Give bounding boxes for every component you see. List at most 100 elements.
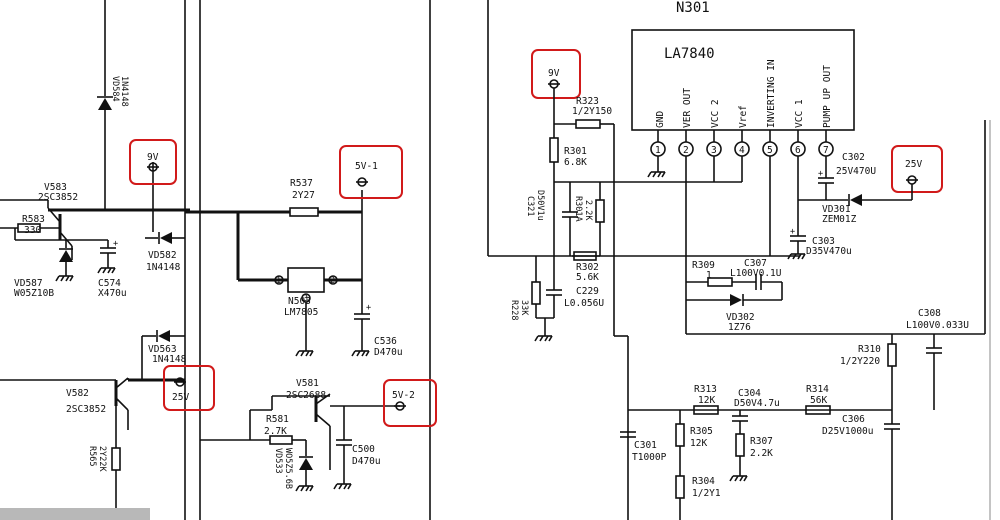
vd563-val: 1N4148 xyxy=(152,354,187,365)
c500-val: D470u xyxy=(352,456,381,467)
vd302-diode: VD302 1Z76 xyxy=(686,294,782,333)
svg-text:INVERTING IN: INVERTING IN xyxy=(766,59,777,128)
svg-text:Vref: Vref xyxy=(738,105,749,128)
c304-val: D50V4.7u xyxy=(734,398,780,409)
c301-val: T1000P xyxy=(632,452,667,463)
c321-ref: C321 xyxy=(525,196,535,216)
r304-resistor: R304 1/2Y1 xyxy=(675,475,721,520)
r323-val: 1/2Y150 xyxy=(572,106,612,117)
c302-val: 25V470U xyxy=(836,166,876,177)
svg-text:VCC 2: VCC 2 xyxy=(710,99,721,128)
v582-ref: V582 xyxy=(66,388,89,399)
c303-val: D35V470u xyxy=(806,246,852,257)
svg-text:3: 3 xyxy=(303,294,308,304)
vd582-ref: VD582 xyxy=(148,250,177,261)
r313-ref: R313 xyxy=(694,384,717,395)
vd587-ref: VD587 xyxy=(14,278,43,289)
left-schematic: VD584 1N4148 V583 2SC3852 R583 330 330 xyxy=(0,0,437,520)
svg-text:PUMP UP OUT: PUMP UP OUT xyxy=(822,65,833,128)
c574-val: X470u xyxy=(98,288,127,299)
r565-ref: R565 xyxy=(87,446,97,466)
c321-val: D50V1u xyxy=(535,190,545,221)
r309-ref: R309 xyxy=(692,260,715,271)
test-point-5v-2: 5V-2 xyxy=(383,379,437,427)
vd582-diode: VD582 1N4148 xyxy=(145,232,185,273)
c308-capacitor: C308 L100V0.033U xyxy=(686,120,986,410)
r314-ref: R314 xyxy=(806,384,829,395)
r310-resistor: R310 1/2Y220 xyxy=(840,334,897,416)
c307-ref: C307 xyxy=(744,258,767,269)
r307-val: 2.2K xyxy=(750,448,773,459)
svg-text:3: 3 xyxy=(711,145,717,156)
svg-text:6: 6 xyxy=(795,145,801,156)
c301-capacitor: C301 T1000P xyxy=(620,431,667,463)
r581-resistor: R581 2.7K xyxy=(200,409,306,445)
c306-capacitor: C306 D25V1000u xyxy=(822,414,900,520)
r302-resistor: R302 5.6K xyxy=(572,251,800,283)
r583-value: 330 xyxy=(24,225,41,236)
r309-val: 1 xyxy=(706,270,712,281)
c229-val: L0.056U xyxy=(564,298,604,309)
c574-ref: C574 xyxy=(98,278,121,289)
ic-ref: N301 xyxy=(676,0,710,16)
n301-ic: N301 LA7840 GND VER OUT VCC 2 Vref INVER… xyxy=(600,0,855,334)
r313-val: 12K xyxy=(698,395,715,406)
test-point-5v-1: 5V-1 xyxy=(339,145,403,290)
c308-val: L100V0.033U xyxy=(906,320,969,331)
test-point-9v-right-label: 9V xyxy=(548,68,560,79)
c302-capacitor: + C302 25V470U xyxy=(818,152,876,200)
c304-capacitor: C304 D50V4.7u xyxy=(732,388,780,430)
c229-ref: C229 xyxy=(576,286,599,297)
vd563-diode: VD563 1N4148 xyxy=(141,330,187,380)
vd563-ref: VD563 xyxy=(148,344,177,355)
bottom-bar xyxy=(0,508,150,520)
c307-capacitor: C307 L100V0.1U xyxy=(730,258,783,300)
vd302-ref: VD302 xyxy=(726,312,755,323)
r307-resistor: R307 2.2K xyxy=(729,430,773,482)
c302-ref: C302 xyxy=(842,152,865,163)
c306-val: D25V1000u xyxy=(822,426,873,437)
r537-val: 2Y27 xyxy=(292,190,315,201)
v581-transistor: V581 2SC2688 xyxy=(271,378,400,470)
c229-capacitor: C229 L0.056U xyxy=(546,256,604,318)
c306-ref: C306 xyxy=(842,414,865,425)
r307-ref: R307 xyxy=(750,436,773,447)
c536-ref: C536 xyxy=(374,336,397,347)
r565-resistor: R565 2Y22K xyxy=(87,406,121,520)
test-point-9v-right: 9V xyxy=(531,49,581,138)
vd301-val: ZEM01Z xyxy=(822,214,857,225)
n503-val: LM7805 xyxy=(284,307,318,318)
r301-val: 6.8K xyxy=(564,157,587,168)
test-point-9v: 9V xyxy=(129,139,177,232)
r323-ref: R323 xyxy=(576,96,599,107)
r581-val: 2.7K xyxy=(264,426,287,437)
n503-regulator: 1 2 3 N503 LM7805 xyxy=(236,212,362,357)
c301-ref: C301 xyxy=(634,440,657,451)
r301a-val: 2.2K xyxy=(583,200,593,221)
c303-ref: C303 xyxy=(812,236,835,247)
v582-val: 2SC3852 xyxy=(66,404,106,415)
svg-text:+: + xyxy=(113,239,118,249)
vd587-zener: VD587 W05Z10B xyxy=(14,240,74,299)
svg-text:+: + xyxy=(366,303,371,313)
svg-text:+: + xyxy=(818,169,823,179)
v581-ref: V581 xyxy=(296,378,319,389)
r583-resistor: R583 330 330 xyxy=(0,214,108,241)
r304-ref: R304 xyxy=(692,476,715,487)
vd584-ref: VD584 xyxy=(110,76,120,102)
vd582-val: 1N4148 xyxy=(146,262,181,273)
c574-capacitor: + C574 X470u xyxy=(97,239,127,299)
r314-resistor: R314 56K xyxy=(805,384,831,415)
r323-resistor: R323 1/2Y150 xyxy=(554,96,615,336)
v582-transistor: V582 2SC3852 xyxy=(0,377,185,430)
svg-text:2: 2 xyxy=(683,145,689,156)
r583-ref: R583 xyxy=(22,214,45,225)
vd584-val: 1N4148 xyxy=(119,76,129,107)
r305-resistor: R305 12K xyxy=(675,410,713,476)
r565-val: 2Y22K xyxy=(97,446,107,472)
svg-text:4: 4 xyxy=(739,145,745,156)
vd587-val: W05Z10B xyxy=(14,288,54,299)
r302-ref: R302 xyxy=(576,262,599,273)
svg-text:1: 1 xyxy=(276,276,281,286)
